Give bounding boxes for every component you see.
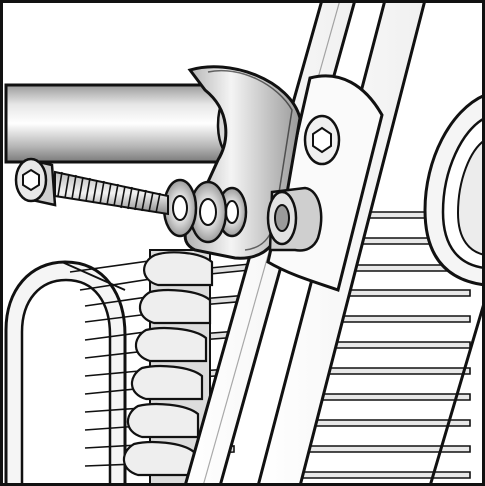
bolt-head bbox=[14, 157, 57, 207]
curved-loop-left bbox=[4, 260, 127, 486]
washers bbox=[162, 178, 248, 244]
rail-far-right bbox=[428, 299, 485, 486]
socket-head-bolt bbox=[14, 157, 169, 216]
spacer-nut bbox=[266, 186, 323, 252]
curved-loop-right bbox=[423, 93, 485, 287]
rail-hex-bolt bbox=[303, 114, 341, 166]
bolt-thread bbox=[54, 170, 169, 216]
